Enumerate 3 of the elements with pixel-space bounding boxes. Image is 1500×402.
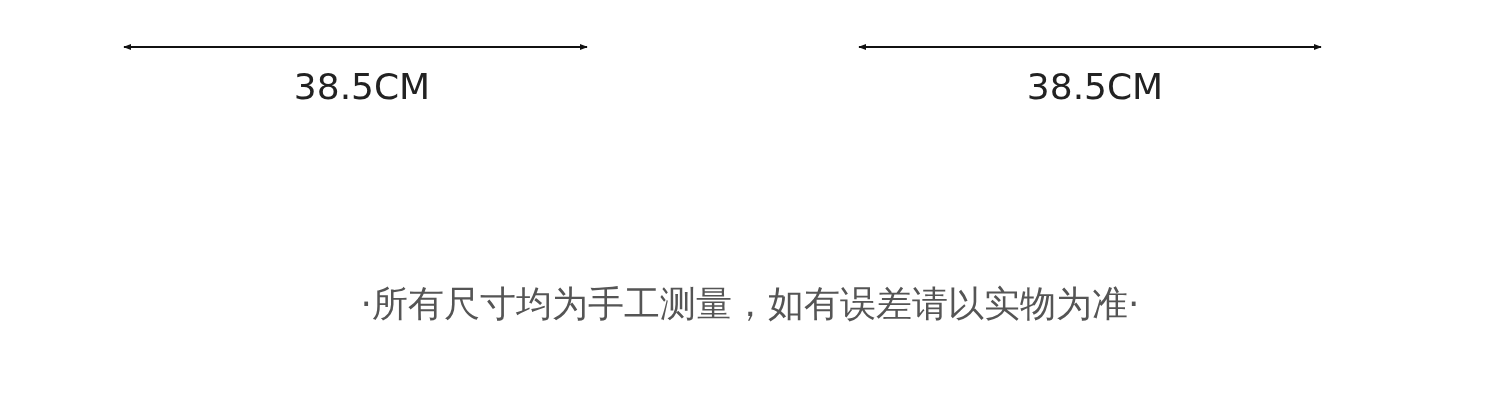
dimension-label: 38.5CM — [293, 66, 431, 107]
dimension-label: 38.5CM — [1026, 66, 1164, 107]
measurement-note: ·所有尺寸均为手工测量，如有误差请以实物为准· — [360, 282, 1140, 326]
